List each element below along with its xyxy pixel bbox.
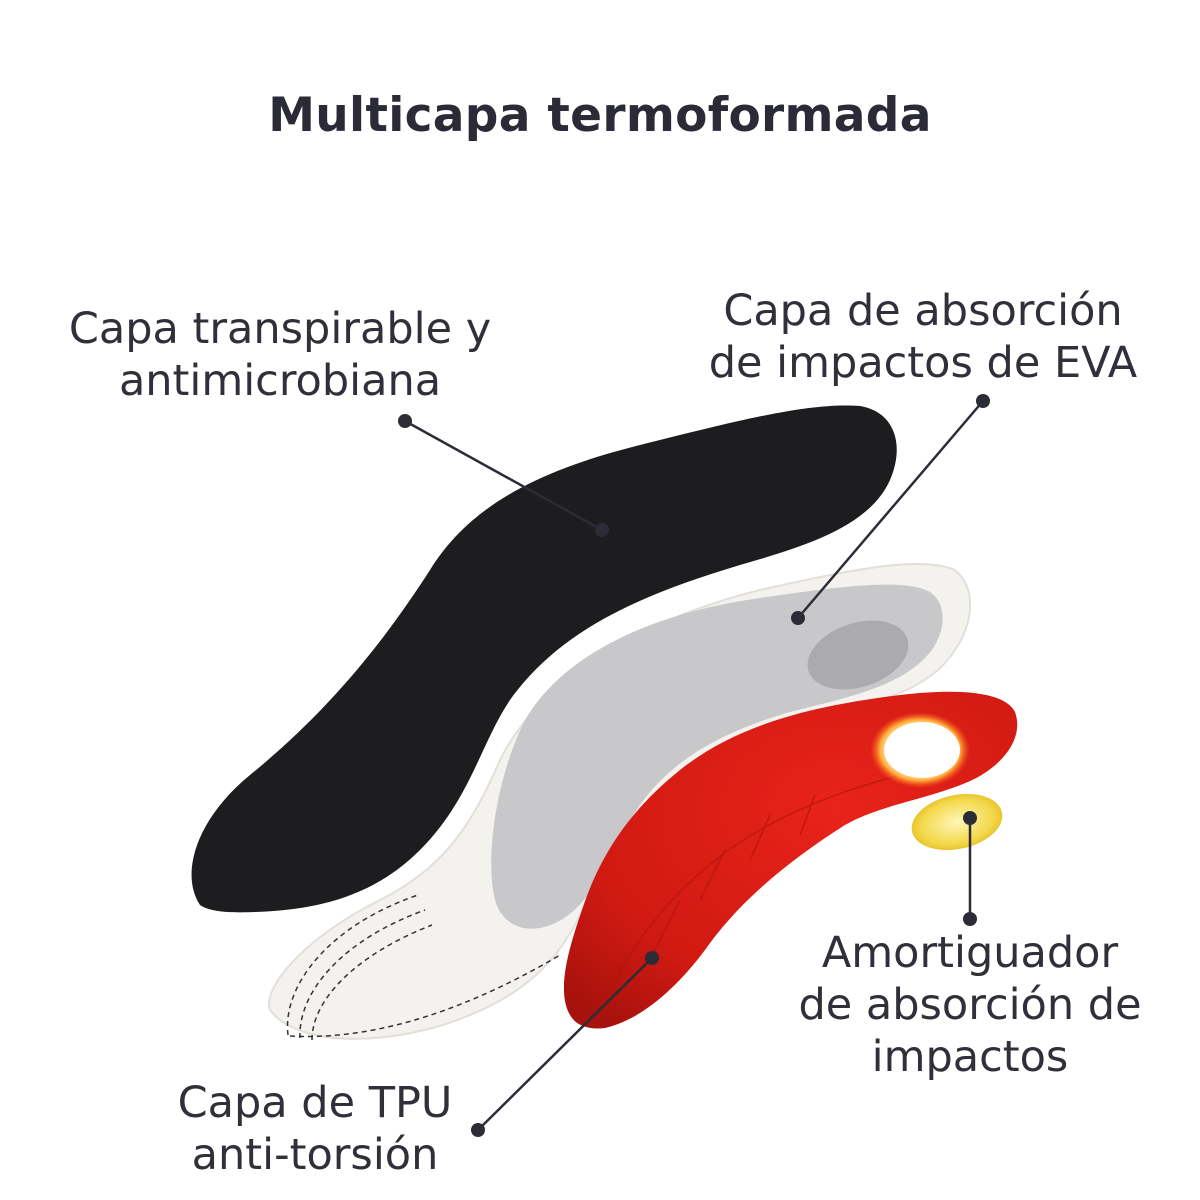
label-line: anti-torsión (191, 1130, 439, 1180)
label-line: Capa de TPU (177, 1078, 453, 1128)
tpu-heel-hole (884, 722, 960, 778)
label-breathable-layer: Capa transpirable y antimicrobiana (30, 303, 530, 407)
breathable-top-layer (191, 405, 897, 913)
callout-dots (398, 394, 990, 1137)
label-line: de impactos de EVA (708, 338, 1138, 388)
label-tpu-layer: Capa de TPU anti-torsión (140, 1077, 490, 1181)
label-line: Capa de absorción (723, 286, 1123, 336)
eva-heel-cup (807, 620, 909, 690)
callout-lines (404, 400, 984, 1131)
label-line: de absorción de (798, 980, 1142, 1030)
label-line: impactos (871, 1032, 1069, 1082)
page-title: Multicapa termoformada (268, 88, 932, 143)
eva-stitching (286, 894, 561, 1041)
label-cushion: Amortiguador de absorción de impactos (760, 927, 1180, 1083)
label-eva-layer: Capa de absorción de impactos de EVA (668, 285, 1178, 389)
label-line: antimicrobiana (118, 356, 442, 406)
label-line: Amortiguador (821, 928, 1119, 978)
heel-cushion-pad (911, 793, 1003, 851)
label-line: Capa transpirable y (68, 304, 492, 354)
